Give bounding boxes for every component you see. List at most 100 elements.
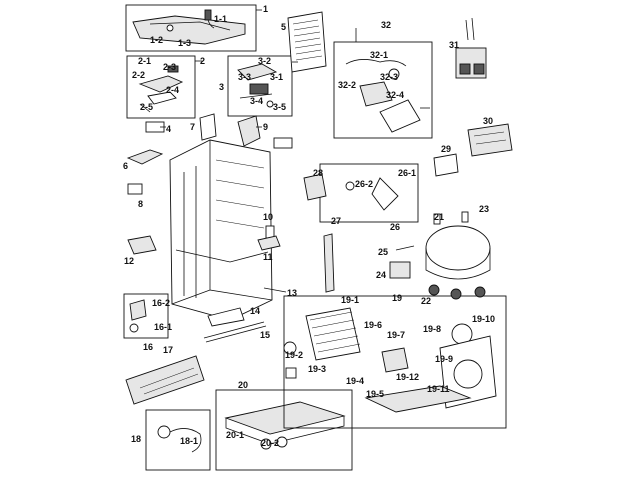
callout-13: 13: [287, 288, 297, 298]
callout-1-3: 1-3: [178, 38, 191, 48]
callout-29: 29: [441, 144, 451, 154]
callout-16-2: 16-2: [152, 298, 170, 308]
callout-25: 25: [378, 247, 388, 257]
callout-17: 17: [163, 345, 173, 355]
callout-26-2: 26-2: [355, 179, 373, 189]
part-32-assembly: [333, 41, 433, 139]
callout-22: 22: [421, 296, 431, 306]
part-18-assembly: [145, 409, 211, 471]
part-11: [257, 235, 281, 251]
callout-19-10: 19-10: [472, 314, 495, 324]
cabinet-body: [169, 139, 273, 321]
callout-31: 31: [449, 40, 459, 50]
part-28: [303, 173, 327, 201]
callout-labels: 1 1-1 1-2 1-3 2 2-1 2-2 2-3 2-4 2-5 3 3-1 3-2 3-3 3-4 3…: [123, 4, 495, 448]
bracket-small: [273, 137, 293, 149]
part-19-assembly: [283, 295, 507, 429]
callout-18: 18: [131, 434, 141, 444]
part-17-panel: [125, 355, 205, 405]
callout-12: 12: [124, 256, 134, 266]
callout-3-4: 3-4: [250, 96, 263, 106]
callout-3-3: 3-3: [238, 72, 251, 82]
part-7: [199, 113, 217, 141]
callout-20: 20: [238, 380, 248, 390]
callout-32-1: 32-1: [370, 50, 388, 60]
callout-5: 5: [281, 22, 286, 32]
part-3-assembly: [227, 55, 293, 117]
part-16-assembly: [123, 293, 169, 339]
callout-27: 27: [331, 216, 341, 226]
callout-2-1: 2-1: [138, 56, 151, 66]
callout-19-12: 19-12: [396, 372, 419, 382]
part-6: [126, 149, 164, 165]
part-10: [265, 225, 275, 239]
callout-3-5: 3-5: [273, 102, 286, 112]
callout-28: 28: [313, 168, 323, 178]
callout-2-3: 2-3: [163, 62, 176, 72]
compressor: [425, 211, 491, 300]
callout-24: 24: [376, 270, 386, 280]
callout-19: 19: [392, 293, 402, 303]
callout-2-5: 2-5: [140, 102, 153, 112]
callout-19-4: 19-4: [346, 376, 364, 386]
callout-7: 7: [190, 122, 195, 132]
part-20-assembly: [215, 389, 353, 471]
part-9: [237, 115, 261, 147]
part-31: [455, 17, 487, 79]
part-15: [203, 321, 267, 343]
callout-1-2: 1-2: [150, 35, 163, 45]
callout-3: 3: [219, 82, 224, 92]
callout-10: 10: [263, 212, 273, 222]
callout-20-2: 20-2: [261, 438, 279, 448]
callout-6: 6: [123, 161, 128, 171]
callout-3-2: 3-2: [258, 56, 271, 66]
part-12: [127, 235, 157, 255]
part-27: [323, 233, 335, 293]
callout-19-7: 19-7: [387, 330, 405, 340]
callout-19-5: 19-5: [366, 389, 384, 399]
callout-32: 32: [381, 20, 391, 30]
callout-1: 1: [263, 4, 268, 14]
callout-20-1: 20-1: [226, 430, 244, 440]
callout-9: 9: [263, 122, 268, 132]
callout-21: 21: [434, 212, 444, 222]
part-29-board: [433, 153, 459, 177]
callout-19-6: 19-6: [364, 320, 382, 330]
callout-23: 23: [479, 204, 489, 214]
callout-3-1: 3-1: [270, 72, 283, 82]
callout-18-1: 18-1: [180, 436, 198, 446]
part-26-fan: [319, 163, 419, 223]
callout-26: 26: [390, 222, 400, 232]
callout-19-1: 19-1: [341, 295, 359, 305]
callout-19-8: 19-8: [423, 324, 441, 334]
part-5-manual: [287, 11, 327, 73]
callout-4: 4: [166, 124, 171, 134]
callout-1-1: 1-1: [214, 14, 227, 24]
part-14: [207, 307, 245, 327]
callout-32-3: 32-3: [380, 72, 398, 82]
callout-32-4: 32-4: [386, 90, 404, 100]
callout-19-11: 19-11: [427, 384, 450, 394]
callout-16-1: 16-1: [154, 322, 172, 332]
callout-19-2: 19-2: [285, 350, 303, 360]
part-25: [395, 245, 415, 251]
callout-2: 2: [200, 56, 205, 66]
callout-15: 15: [260, 330, 270, 340]
callout-8: 8: [138, 199, 143, 209]
part-24: [389, 261, 411, 279]
callout-2-2: 2-2: [132, 70, 145, 80]
callout-14: 14: [250, 306, 260, 316]
part-1-assembly: [125, 4, 257, 52]
part-13: [263, 287, 287, 293]
callout-2-4: 2-4: [166, 85, 179, 95]
part-8: [127, 183, 143, 195]
callout-26-1: 26-1: [398, 168, 416, 178]
callout-19-3: 19-3: [308, 364, 326, 374]
callout-11: 11: [263, 252, 273, 262]
part-2-assembly: [126, 55, 196, 119]
part-30-board: [467, 123, 513, 157]
callout-30: 30: [483, 116, 493, 126]
leader-lines: [160, 9, 430, 128]
